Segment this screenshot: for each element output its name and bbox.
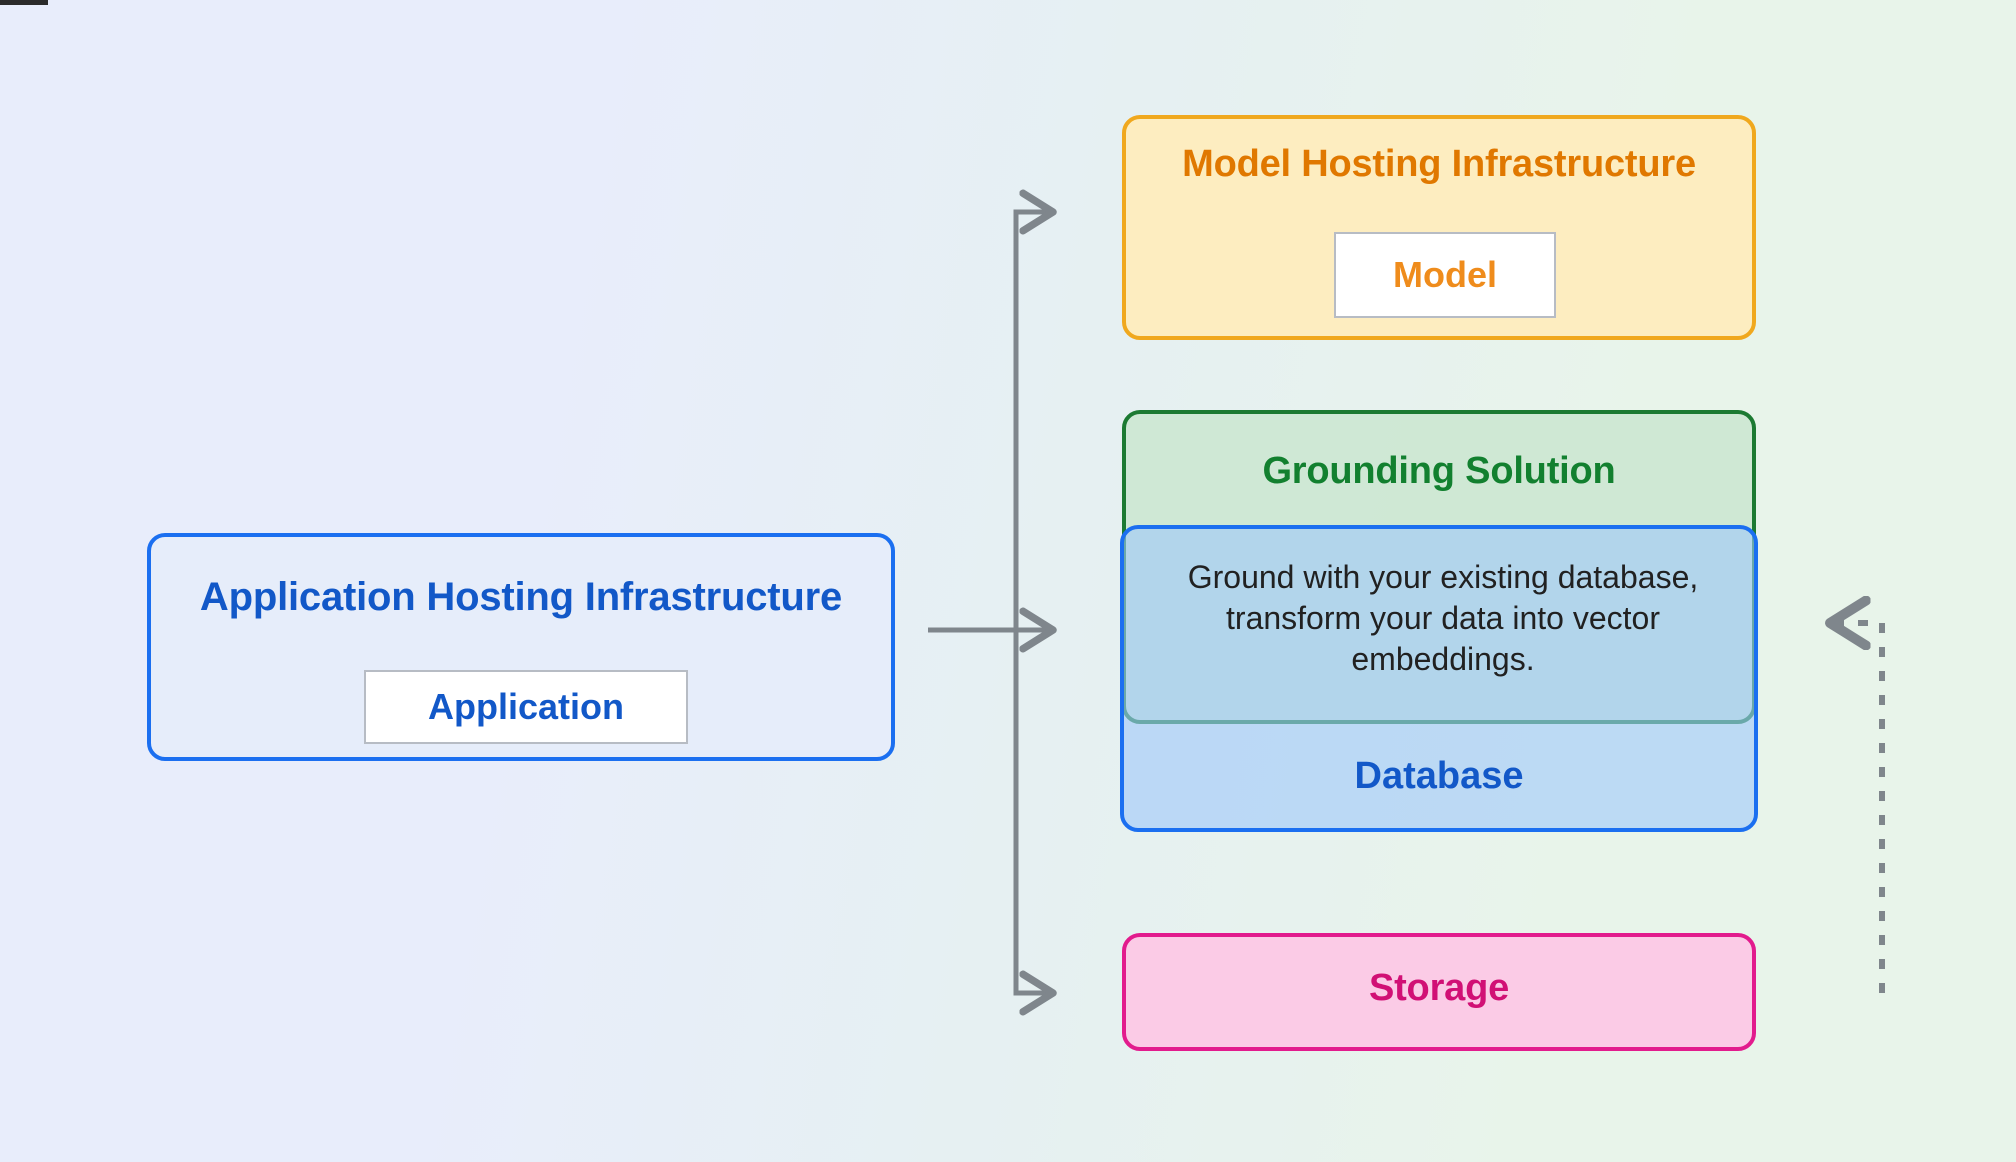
- node-model[interactable]: Model: [1334, 232, 1556, 318]
- model-label: Model: [1393, 254, 1497, 295]
- storage-title: Storage: [1368, 967, 1510, 1009]
- node-model-hosting-infrastructure[interactable]: Model Hosting Infrastructure Model: [1122, 115, 1756, 340]
- database-description: Ground with your existing database, tran…: [1187, 559, 1699, 677]
- connector-application-to-storage: [1013, 630, 1057, 1016]
- application-label: Application: [428, 686, 624, 727]
- grounding-solution-title: Grounding Solution: [1262, 450, 1616, 492]
- connector-application-to-model: [1013, 189, 1057, 630]
- node-storage[interactable]: Storage: [1122, 933, 1756, 1051]
- connector-storage-to-database: [1830, 623, 1885, 993]
- node-application[interactable]: Application: [364, 670, 688, 744]
- database-label: Database: [1354, 755, 1524, 797]
- node-database[interactable]: Ground with your existing database, tran…: [1120, 525, 1758, 832]
- top-edge-strip: [0, 0, 48, 5]
- node-application-hosting-infrastructure[interactable]: Application Hosting Infrastructure Appli…: [147, 533, 895, 761]
- application-hosting-title: Application Hosting Infrastructure: [199, 575, 843, 619]
- model-hosting-title: Model Hosting Infrastructure: [1182, 143, 1696, 185]
